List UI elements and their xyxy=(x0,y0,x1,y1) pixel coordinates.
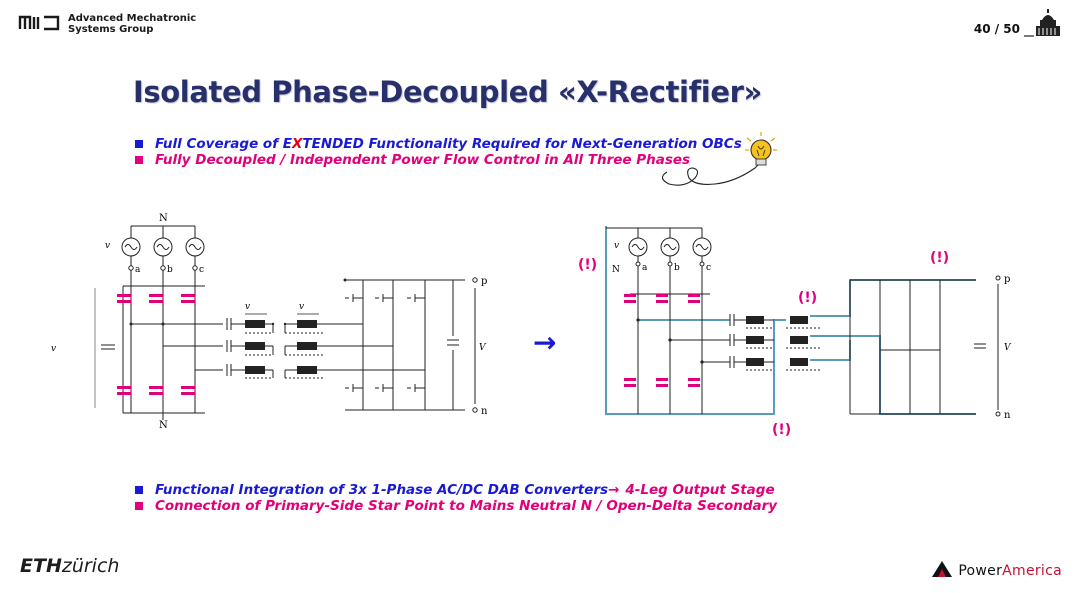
left-label-Vdc: V xyxy=(479,343,487,353)
bottom-bullet-2: Connection of Primary-Side Star Point to… xyxy=(135,498,777,514)
ams-logo xyxy=(18,15,60,31)
left-label-N-top: N xyxy=(159,213,168,224)
top-bullet-2-text: Fully Decoupled / Independent Power Flow… xyxy=(155,152,691,168)
bottom-bullet-1-pre: Functional Integration of 3x 1-Phase AC/… xyxy=(155,482,609,498)
right-phase-a: a xyxy=(642,263,648,273)
bullet-square-icon xyxy=(135,140,143,148)
bullet-square-icon xyxy=(135,486,143,494)
poweramerica-power: Power xyxy=(958,563,1003,579)
top-bullet-1-post: TENDED Functionality Required for Next-G… xyxy=(302,136,742,152)
bullet-square-icon xyxy=(135,156,143,164)
right-circuit-diagram: N v a b c p n V xyxy=(605,226,1012,421)
bottom-bullet-2-text: Connection of Primary-Side Star Point to… xyxy=(155,498,778,514)
group-name: Advanced Mechatronic Systems Group xyxy=(68,13,196,35)
right-label-p: p xyxy=(1004,274,1010,285)
poweramerica-mark-icon xyxy=(931,561,952,577)
left-phase-a: a xyxy=(135,265,141,275)
marker-4: (!) xyxy=(772,422,792,438)
left-label-vTA: v xyxy=(299,302,304,312)
left-phase-b: b xyxy=(167,265,173,275)
left-label-va-eq: v xyxy=(51,344,56,354)
right-label-Vdc: V xyxy=(1004,343,1012,353)
poweramerica-logo: PowerAmerica xyxy=(930,560,1062,579)
right-phase-c: c xyxy=(706,263,711,273)
right-label-N: N xyxy=(612,265,620,275)
left-circuit-diagram: N N v a b c v v v p n V xyxy=(51,213,488,431)
right-label-va: v xyxy=(614,241,619,251)
poweramerica-america: America xyxy=(1002,563,1062,579)
page-number: 40 / 50 xyxy=(973,22,1020,36)
top-bullet-2: Fully Decoupled / Independent Power Flow… xyxy=(135,152,742,168)
arrow-icon: → xyxy=(608,482,620,498)
right-label-n: n xyxy=(1004,410,1011,421)
transition-arrow: → xyxy=(533,326,557,359)
eth-logo-bold: ETH xyxy=(20,555,62,577)
slide-title: Isolated Phase-Decoupled «X-Rectifier» xyxy=(133,75,762,109)
left-label-va: v xyxy=(105,241,110,251)
left-label-N-bottom: N xyxy=(159,420,168,431)
top-bullet-1-accent: X xyxy=(292,136,303,152)
eth-logo-rest: zürich xyxy=(61,555,120,577)
marker-3: (!) xyxy=(930,250,950,266)
marker-1: (!) xyxy=(578,257,598,273)
bullet-square-icon xyxy=(135,502,143,510)
left-label-vTa: v xyxy=(245,302,250,312)
right-phase-b: b xyxy=(674,263,680,273)
building-icon xyxy=(1024,9,1060,37)
top-bullet-1-pre: Full Coverage of E xyxy=(155,136,292,152)
left-label-n: n xyxy=(481,406,488,417)
lightbulb-icon xyxy=(661,132,777,186)
bottom-bullet-1-post: 4-Leg Output Stage xyxy=(625,482,775,498)
group-name-line2: Systems Group xyxy=(68,24,154,35)
left-label-p: p xyxy=(481,276,487,287)
left-phase-c: c xyxy=(199,265,204,275)
marker-2: (!) xyxy=(798,290,818,306)
group-name-line1: Advanced Mechatronic xyxy=(68,13,197,24)
bottom-bullet-1: Functional Integration of 3x 1-Phase AC/… xyxy=(135,482,777,498)
eth-logo: ETHzürich xyxy=(20,555,119,577)
bottom-bullet-list: Functional Integration of 3x 1-Phase AC/… xyxy=(135,482,777,514)
